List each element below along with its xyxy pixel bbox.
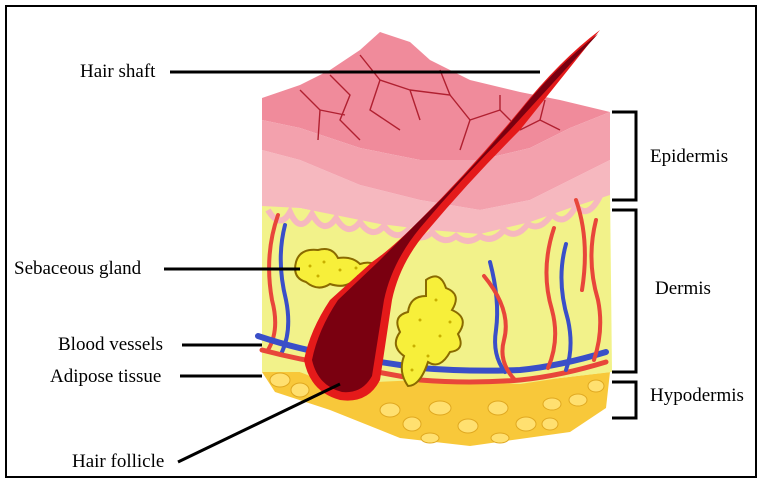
label-epidermis: Epidermis: [650, 146, 728, 168]
label-hair-shaft: Hair shaft: [80, 61, 155, 83]
label-adipose-tissue: Adipose tissue: [50, 366, 161, 388]
label-hypodermis: Hypodermis: [650, 385, 744, 407]
label-hair-follicle: Hair follicle: [72, 451, 164, 473]
label-sebaceous-gland: Sebaceous gland: [14, 258, 141, 280]
layer-brackets: [612, 112, 636, 418]
label-blood-vessels: Blood vessels: [58, 334, 163, 356]
label-dermis: Dermis: [655, 278, 711, 300]
